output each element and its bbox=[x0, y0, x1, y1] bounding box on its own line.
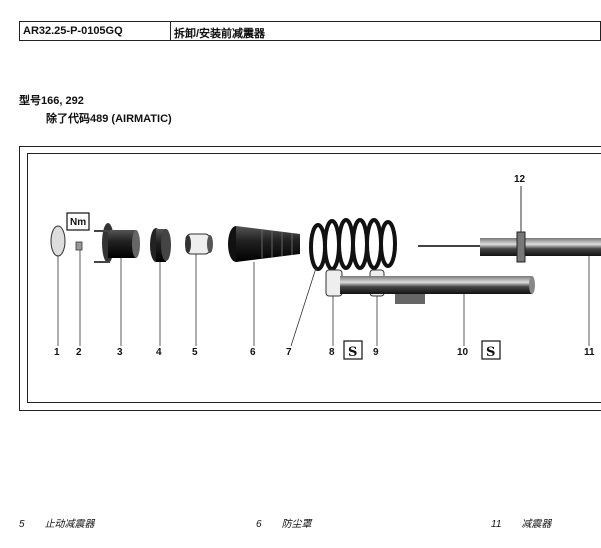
part-11-damper bbox=[418, 231, 601, 263]
callout-6: 6 bbox=[250, 347, 256, 358]
part-5-bump-stop bbox=[185, 233, 213, 255]
legend-item-11: 11 减震器 bbox=[491, 515, 551, 530]
legend-number: 6 bbox=[256, 519, 262, 530]
svg-text:S: S bbox=[486, 345, 495, 360]
callout-4: 4 bbox=[156, 347, 162, 358]
callout-2: 2 bbox=[76, 347, 82, 358]
part-4-ring bbox=[150, 228, 171, 262]
svg-text:S: S bbox=[348, 345, 357, 360]
part-1-cap bbox=[50, 225, 66, 257]
header-table: AR32.25-P-0105GQ 拆卸/安装前减震器 bbox=[19, 21, 601, 41]
document-code: AR32.25-P-0105GQ bbox=[20, 22, 171, 40]
document-title: 拆卸/安装前减震器 bbox=[174, 28, 266, 40]
torque-symbol-8: S bbox=[343, 340, 363, 360]
legend-text: 防尘罩 bbox=[281, 519, 312, 530]
part-8-spring-seat bbox=[325, 269, 343, 297]
figure-frame-inner bbox=[27, 153, 601, 403]
part-3-mount bbox=[94, 223, 140, 263]
legend-number: 11 bbox=[491, 519, 502, 530]
callout-8: 8 bbox=[329, 347, 335, 358]
callout-1: 1 bbox=[54, 347, 60, 358]
callout-7: 7 bbox=[286, 347, 292, 358]
callout-5: 5 bbox=[192, 347, 198, 358]
part-7-spring bbox=[309, 218, 397, 271]
callout-11: 11 bbox=[584, 347, 595, 358]
callout-3: 3 bbox=[117, 347, 123, 358]
except-line: 除了代码489 (AIRMATIC) bbox=[46, 113, 172, 125]
model-line: 型号166, 292 bbox=[19, 95, 84, 107]
figure-frame-outer bbox=[19, 146, 601, 411]
part-6-dust-boot bbox=[228, 226, 300, 262]
torque-label: Nm bbox=[70, 217, 87, 228]
legend-item-5: 5 止动减震器 bbox=[19, 515, 95, 530]
legend-item-6: 6 防尘罩 bbox=[256, 515, 312, 530]
torque-symbol-10: S bbox=[481, 340, 501, 360]
torque-box bbox=[66, 212, 90, 231]
leader-lines bbox=[57, 250, 590, 347]
part-10-strut bbox=[340, 276, 535, 304]
legend-text: 减震器 bbox=[521, 519, 552, 530]
callout-10: 10 bbox=[457, 347, 469, 358]
legend-text: 止动减震器 bbox=[44, 519, 95, 530]
callout-12: 12 bbox=[514, 174, 526, 185]
callout-9: 9 bbox=[373, 347, 379, 358]
part-2-nut bbox=[75, 241, 83, 251]
legend-number: 5 bbox=[19, 519, 25, 530]
